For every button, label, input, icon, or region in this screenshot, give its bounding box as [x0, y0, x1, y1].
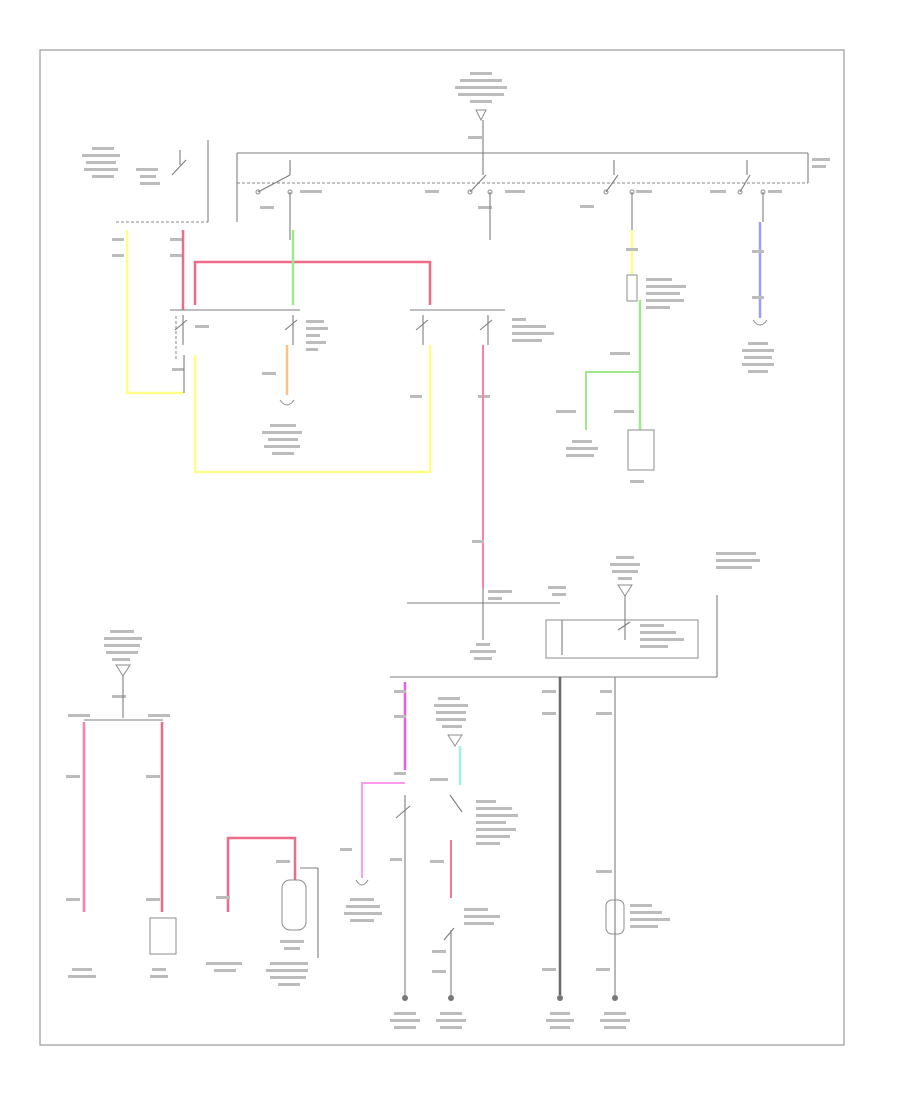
connector-icon	[556, 352, 655, 483]
relay-switch-icon	[425, 160, 525, 240]
lower-left-source	[68, 630, 170, 721]
ground-icon	[390, 995, 420, 1029]
relay-switch-icon	[430, 778, 518, 863]
diagram-frame	[39, 49, 845, 1046]
relay-switch-icon	[170, 309, 328, 371]
ground-icon	[600, 995, 630, 1029]
connector-icon	[340, 690, 411, 995]
wire-red	[193, 260, 432, 305]
relay-switch-icon	[580, 160, 652, 240]
fuse-icon	[626, 248, 686, 309]
wire-yellow	[125, 230, 184, 395]
relay-switch-icon	[255, 160, 322, 240]
top-power-source	[455, 72, 507, 160]
ground-icon	[436, 995, 466, 1029]
main-power-bus	[236, 152, 830, 222]
upper-left-source-labels	[82, 140, 209, 257]
ground-icon	[546, 995, 574, 1029]
connector-icon	[434, 697, 468, 747]
connector-icon	[262, 372, 302, 455]
relay-switch-icon	[432, 908, 500, 995]
fuse-icon	[596, 899, 670, 971]
connector-icon	[610, 556, 640, 597]
connector-icon	[66, 775, 177, 978]
junction-area	[390, 552, 760, 678]
relay-switch-icon	[206, 860, 319, 986]
wire-light-magenta	[361, 782, 405, 878]
fuse-icon	[115, 664, 131, 677]
wire-yellow	[193, 345, 432, 474]
wire-green	[585, 371, 640, 430]
fuse-icon	[475, 109, 487, 122]
connector-icon	[742, 250, 774, 373]
relay-switch-icon	[710, 160, 782, 222]
wire-red	[226, 836, 297, 912]
relay-switch-icon	[545, 596, 699, 659]
